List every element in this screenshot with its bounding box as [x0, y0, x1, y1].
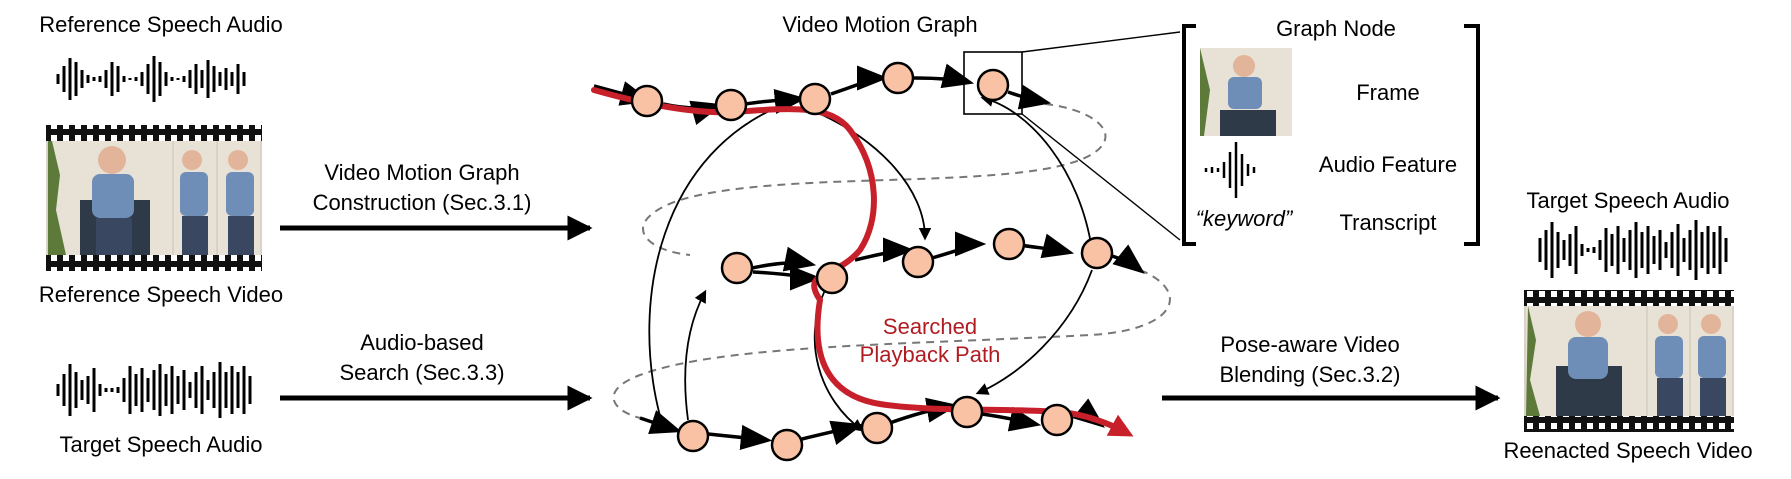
- ref-video-frame: [174, 141, 216, 255]
- dashed-link-upper: [642, 103, 1107, 256]
- audio-feature-waveform: [1204, 142, 1256, 198]
- left-bracket: [1182, 24, 1196, 246]
- graph-node: [798, 82, 832, 116]
- blending-label-line1: Pose-aware Video: [1220, 332, 1399, 357]
- graph-node: [676, 419, 710, 453]
- graph-node: [992, 227, 1026, 261]
- graph-node: [1080, 236, 1114, 270]
- ref-video-filmstrip: [46, 125, 262, 271]
- target-audio-label-left: Target Speech Audio: [59, 432, 262, 457]
- graph-node: [950, 395, 984, 429]
- graph-nodes: [630, 61, 1114, 462]
- reenacted-video-frame: [1691, 306, 1732, 416]
- target-audio-waveform-right: [1538, 220, 1728, 280]
- target-audio-waveform: [56, 362, 252, 418]
- path-label-line1: Searched: [883, 314, 977, 339]
- graph-node-detail: Graph Node Frame Audio Feature “keyword”…: [1182, 16, 1480, 246]
- graph-node: [815, 261, 849, 295]
- search-label-line1: Audio-based: [360, 330, 484, 355]
- ref-video-frame: [218, 141, 260, 255]
- reenacted-video-filmstrip: [1524, 290, 1734, 432]
- reenacted-video-frame: [1526, 306, 1646, 416]
- keyword-text: “keyword”: [1196, 206, 1294, 231]
- graph-node: [901, 245, 935, 279]
- transcript-label: Transcript: [1340, 210, 1437, 235]
- frame-label: Frame: [1356, 80, 1420, 105]
- search-label-line2: Search (Sec.3.3): [339, 360, 504, 385]
- graph-node: [770, 428, 804, 462]
- construction-label-line1: Video Motion Graph: [324, 160, 519, 185]
- zoom-line-top: [1021, 31, 1181, 53]
- reenacted-video-frame: [1648, 306, 1689, 416]
- right-bracket: [1464, 24, 1480, 246]
- graph-node: [976, 68, 1010, 102]
- ref-audio-label: Reference Speech Audio: [39, 12, 282, 37]
- ref-video-frame: [48, 141, 172, 255]
- graph-node: [630, 84, 664, 118]
- path-label-line2: Playback Path: [860, 342, 1001, 367]
- blending-label-line2: Blending (Sec.3.2): [1220, 362, 1401, 387]
- graph-node: [881, 61, 915, 95]
- ref-audio-waveform: [56, 56, 246, 102]
- audio-feature-label: Audio Feature: [1319, 152, 1457, 177]
- node-detail-title: Graph Node: [1276, 16, 1396, 41]
- graph-title: Video Motion Graph: [782, 12, 977, 37]
- reenacted-video-label: Reenacted Speech Video: [1503, 438, 1752, 463]
- graph-node: [714, 88, 748, 122]
- graph-node: [1040, 403, 1074, 437]
- target-audio-label-right: Target Speech Audio: [1526, 188, 1729, 213]
- zoom-line-bottom: [1021, 113, 1181, 241]
- ref-video-label: Reference Speech Video: [39, 282, 283, 307]
- frame-thumbnail: [1200, 48, 1292, 136]
- construction-label-line2: Construction (Sec.3.1): [313, 190, 532, 215]
- graph-cross-edges: [648, 94, 1093, 432]
- graph-node: [860, 411, 894, 445]
- graph-chains: [593, 63, 1145, 450]
- dashed-link-lower: [612, 269, 1171, 419]
- node-zoom-box: [963, 51, 1023, 115]
- graph-node: [720, 251, 754, 285]
